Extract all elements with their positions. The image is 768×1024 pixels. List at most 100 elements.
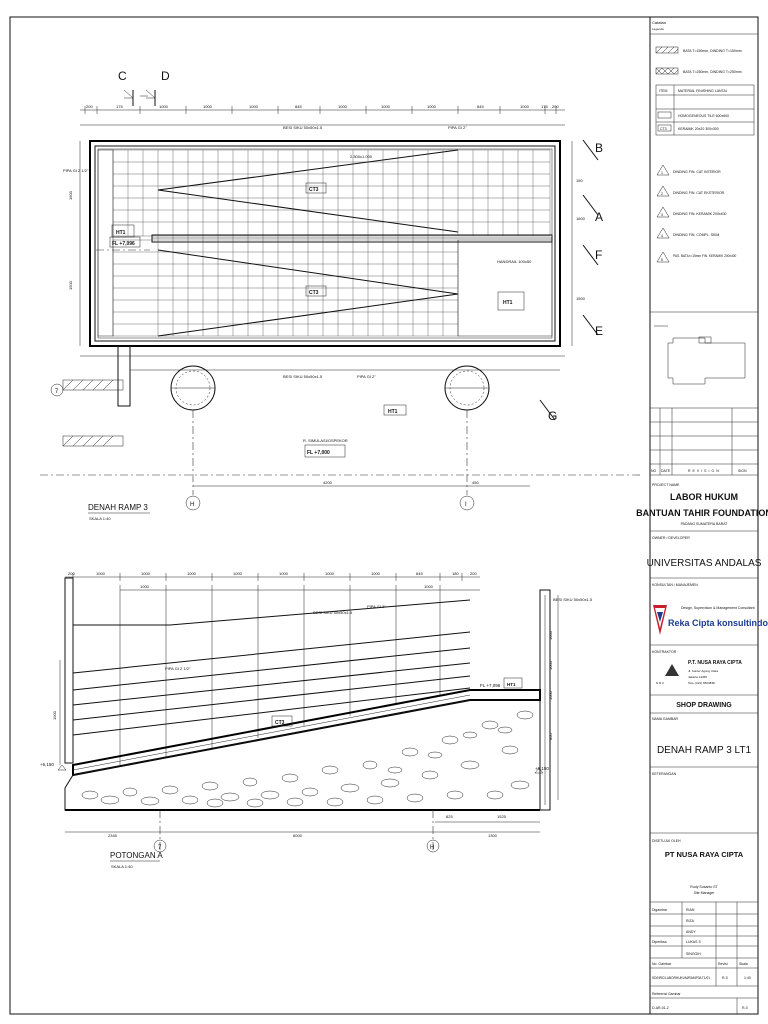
ct-tag-2: CT3: [309, 290, 319, 296]
section-note-pipa: PIPA GI 2": [367, 604, 386, 609]
plan-title: DENAH RAMP 3: [88, 503, 148, 512]
sheet-border: [9, 16, 759, 1015]
svg-text:1000: 1000: [279, 571, 289, 576]
section-mark-d: D: [145, 69, 170, 106]
svg-text:Diperiksa: Diperiksa: [652, 940, 667, 944]
note-pipa-bottom: PIPA GI 2": [357, 374, 376, 379]
dim-6000: 6000: [293, 833, 303, 838]
section-potongan-a: 200 1000 1000 1000 1000 1000 1000 1000 8…: [40, 571, 593, 869]
title-block: Catatan Legenda BATA T=150mm, DINDING T=…: [636, 20, 768, 1014]
wall-finish-legend: 1 DINDING FIN. CAT INTERIOR 2 DINDING FI…: [656, 164, 737, 263]
wall-item-2: DINDING FIN. CAT EKSTERIOR: [673, 191, 725, 195]
svg-text:4: 4: [661, 234, 663, 238]
svg-text:3: 3: [661, 213, 663, 217]
svg-text:A: A: [595, 210, 603, 224]
tag-ht1-room: HT1: [388, 409, 398, 415]
project-label: PROJECT NAME: [652, 483, 680, 487]
svg-text:1000: 1000: [381, 104, 391, 109]
svg-text:REVISION: REVISION: [688, 469, 721, 473]
wall-item-1: DINDING FIN. CAT INTERIOR: [673, 170, 721, 174]
approval-company: PT NUSA RAYA CIPTA: [665, 850, 744, 859]
round-column-right: [444, 365, 490, 411]
svg-text:1000: 1000: [159, 104, 169, 109]
material-col-item: ITEM: [659, 89, 667, 93]
dim-1525: 1525: [497, 814, 507, 819]
ct-tag-1: CT3: [309, 187, 319, 193]
svg-text:SIGN: SIGN: [738, 469, 747, 473]
note-siku-top: BESI SIKU 50x50x1.5: [283, 125, 323, 130]
svg-text:1: 1: [661, 171, 663, 175]
owner-label: OWNER / DEVELOPER: [652, 536, 690, 540]
svg-text:LUKAS S: LUKAS S: [686, 940, 701, 944]
svg-text:200: 200: [470, 571, 477, 576]
svg-text:5: 5: [661, 258, 663, 262]
svg-text:R-0: R-0: [722, 976, 728, 980]
hatch-swatch-250: [655, 67, 679, 75]
section-note-siku-1: BESI SIKU 50x50x1.5: [313, 610, 353, 615]
ramp-outline: [89, 140, 561, 347]
svg-text:ANDY: ANDY: [686, 930, 696, 934]
material-code-2: CT3: [660, 127, 667, 131]
key-plan: [667, 336, 746, 385]
svg-text:1000: 1000: [96, 571, 106, 576]
section-mark-g: G: [548, 409, 557, 423]
compacted-fill: [64, 699, 541, 811]
svg-text:1000: 1000: [249, 104, 259, 109]
dim-825: 825: [446, 814, 453, 819]
svg-text:7: 7: [55, 389, 59, 395]
top-dimensions: 200 175 1000 1000 1000 845 1000 1000 100…: [86, 104, 559, 109]
svg-text:E: E: [595, 324, 603, 338]
consultant-name: Reka Cipta konsultindo prima.pt: [668, 618, 768, 628]
note-tile-size: 2.300x1.000: [350, 154, 373, 159]
round-column-left: [170, 365, 216, 411]
tag-ht1-left: HT1: [111, 224, 135, 238]
legend-header: Catatan: [652, 20, 666, 25]
section-title: POTONGAN A: [110, 851, 163, 860]
section-note-siku-2: BESI SIKU 50x50x1.5: [553, 597, 593, 602]
material-row-1: HOMOGENEOUS TILE 600x600: [678, 114, 729, 118]
plan-denah-ramp: C D 200 175 1000 1000 1000 845 1000 1000…: [40, 69, 640, 521]
svg-text:200: 200: [552, 104, 559, 109]
svg-text:1000: 1000: [548, 690, 553, 700]
grid-bubble-7: 7: [50, 383, 64, 397]
contractor-addr-3: Telp. (021) 6503838: [688, 681, 715, 685]
material-col-desc: MATERIAL FINISHING LANTAI: [678, 89, 727, 93]
svg-text:N R C: N R C: [656, 681, 665, 685]
grid-bubble-i: I: [459, 495, 475, 511]
section-grid-bubble-7: 7: [153, 839, 167, 853]
material-table: [655, 84, 755, 136]
svg-text:DATE: DATE: [661, 469, 671, 473]
section-ht-tag: HT1: [507, 682, 516, 687]
revision-table: NO DATE REVISION SIGN: [650, 408, 758, 476]
approval-role: Site Manager: [694, 891, 716, 895]
drawing-name: DENAH RAMP 3 LT1: [657, 745, 752, 756]
svg-text:7: 7: [158, 845, 162, 851]
svg-text:F: F: [595, 248, 602, 262]
svg-text:200: 200: [68, 571, 75, 576]
material-row-2: KERAMIK 20x20 300x300: [678, 127, 719, 131]
wall-item-4: DINDING FIN. COMPL. SKIM: [673, 233, 719, 237]
key-plan-highlight: [698, 336, 712, 344]
project-title-1: LABOR HUKUM: [670, 492, 738, 502]
svg-text:1000: 1000: [520, 104, 530, 109]
plan-scale: SKALA 1:40: [89, 516, 111, 521]
svg-text:1000: 1000: [52, 710, 57, 720]
contractor-name: P.T. NUSA RAYA CIPTA: [688, 660, 742, 666]
svg-text:1600: 1600: [576, 216, 586, 221]
svg-text:1000: 1000: [548, 660, 553, 670]
section-mark-c: C: [118, 69, 134, 106]
section-fl-tag: FL +7,096: [480, 683, 501, 688]
dim-1300: 1300: [488, 833, 498, 838]
section-marks-right: B A F E: [582, 139, 603, 338]
svg-text:800: 800: [548, 733, 553, 740]
contractor-addr-1: Jl. Sunter Agung Utara: [688, 669, 719, 673]
svg-text:1000: 1000: [187, 571, 197, 576]
svg-text:RIZA: RIZA: [686, 919, 695, 923]
svg-text:Skala: Skala: [739, 962, 748, 966]
fl-tag-room: FL +7,000: [307, 450, 330, 456]
svg-text:C: C: [118, 69, 127, 83]
svg-text:150: 150: [576, 178, 583, 183]
svg-text:RIAN: RIAN: [686, 908, 695, 912]
tag-ht1-right: HT1: [503, 300, 513, 306]
